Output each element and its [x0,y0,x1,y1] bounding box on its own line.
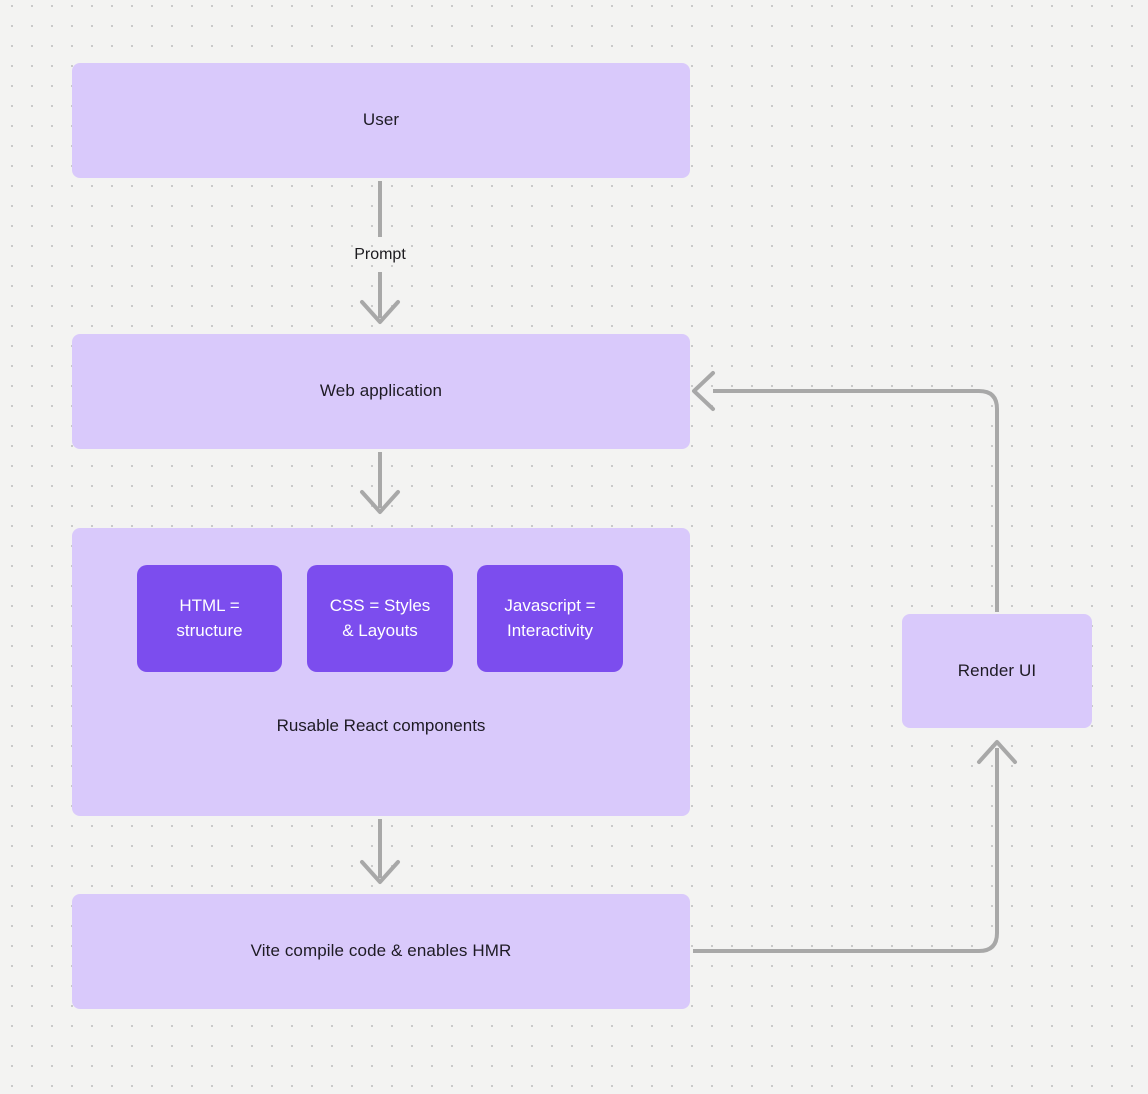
edge-label-prompt: Prompt [354,246,406,263]
subnode-javascript[interactable]: Javascript = Interactivity [477,565,623,672]
edge-webapp-to-components [360,452,400,514]
subnode-css-line2: & Layouts [342,620,418,640]
subnode-css-label: CSS = Styles & Layouts [330,594,431,643]
subnode-html-label: HTML = structure [176,594,242,643]
node-render-ui-label: Render UI [957,660,1037,680]
edge-components-to-vite [360,819,400,884]
subnode-javascript-line2: Interactivity [507,620,593,640]
node-vite-label: Vite compile code & enables HMR [250,941,512,961]
components-container-caption: Rusable React components [276,716,486,735]
subnode-html-line2: structure [176,620,243,640]
subnode-html-line1: HTML = [179,595,240,615]
node-web-application-label: Web application [319,381,443,401]
node-user-label: User [362,110,400,130]
edge-vite-to-render [693,740,1017,953]
subnode-css[interactable]: CSS = Styles & Layouts [307,565,453,672]
subnode-javascript-line1: Javascript = [504,595,596,615]
subnode-css-line1: CSS = Styles [329,595,431,615]
node-render-ui[interactable]: Render UI [902,614,1092,728]
subnode-html[interactable]: HTML = structure [137,565,282,672]
subnode-javascript-label: Javascript = Interactivity [504,594,595,643]
node-vite[interactable]: Vite compile code & enables HMR [72,894,690,1009]
node-web-application[interactable]: Web application [72,334,690,449]
node-user[interactable]: User [72,63,690,178]
edge-render-to-webapp [692,371,999,612]
